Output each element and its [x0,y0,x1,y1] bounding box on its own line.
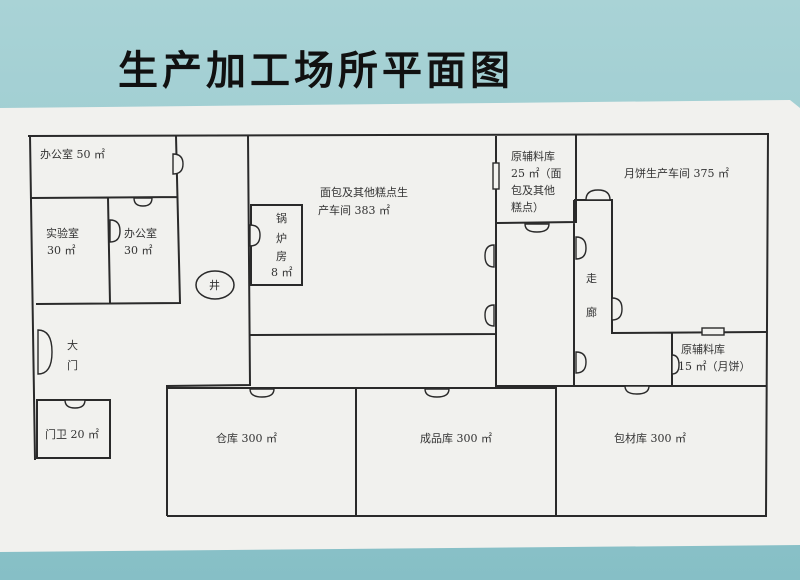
boiler-label-2: 炉 [276,232,287,245]
boiler-label-3: 房 [276,250,287,263]
right-walls [495,134,767,387]
boiler-label-1: 锅 [276,212,287,225]
lab-area: 30 ㎡ [47,244,76,257]
finished-store-label: 成品库 300 ㎡ [420,432,492,445]
plan-title: 生产加工场所平面图 [118,48,514,94]
warehouse-label: 仓库 300 ㎡ [216,431,277,445]
office-50-label: 办公室 50 ㎡ [40,147,105,161]
doors [37,153,725,409]
bread-workshop-area: 产车间 383 ㎡ [318,203,390,217]
raw-store-25-line3: 包及其他 [511,184,555,197]
guard-label: 门卫 20 ㎡ [45,427,99,441]
gate-label-2: 门 [67,358,78,372]
corridor-label-1: 走 [586,272,597,285]
gate-label-1: 大 [67,338,78,352]
raw-store-25-line2: 25 ㎡（面 [511,167,562,180]
lab-label: 实验室 [46,226,79,240]
outer-wall [27,132,770,517]
office-walls [29,135,182,305]
office-30-label: 办公室 [124,226,157,240]
paper-sheet [0,100,800,552]
corridor-label-2: 廊 [586,305,597,319]
mooncake-workshop-label: 月饼生产车间 375 ㎡ [624,166,729,180]
bread-workshop-label: 面包及其他糕点生 [320,185,408,199]
bread-workshop-walls [166,135,497,516]
packaging-store-label: 包材库 300 ㎡ [614,431,686,445]
office-30-area: 30 ㎡ [124,244,153,257]
well-symbol [195,270,235,300]
raw-store-15-line1: 原辅料库 [681,342,725,356]
raw-store-15-line2: 15 ㎡（月饼） [678,359,751,373]
storage-walls [167,386,557,516]
raw-store-25-line1: 原辅料库 [511,149,555,163]
well-label: 井 [209,278,220,292]
raw-store-25-line4: 糕点） [511,200,544,214]
boiler-area: 8 ㎡ [271,266,293,279]
